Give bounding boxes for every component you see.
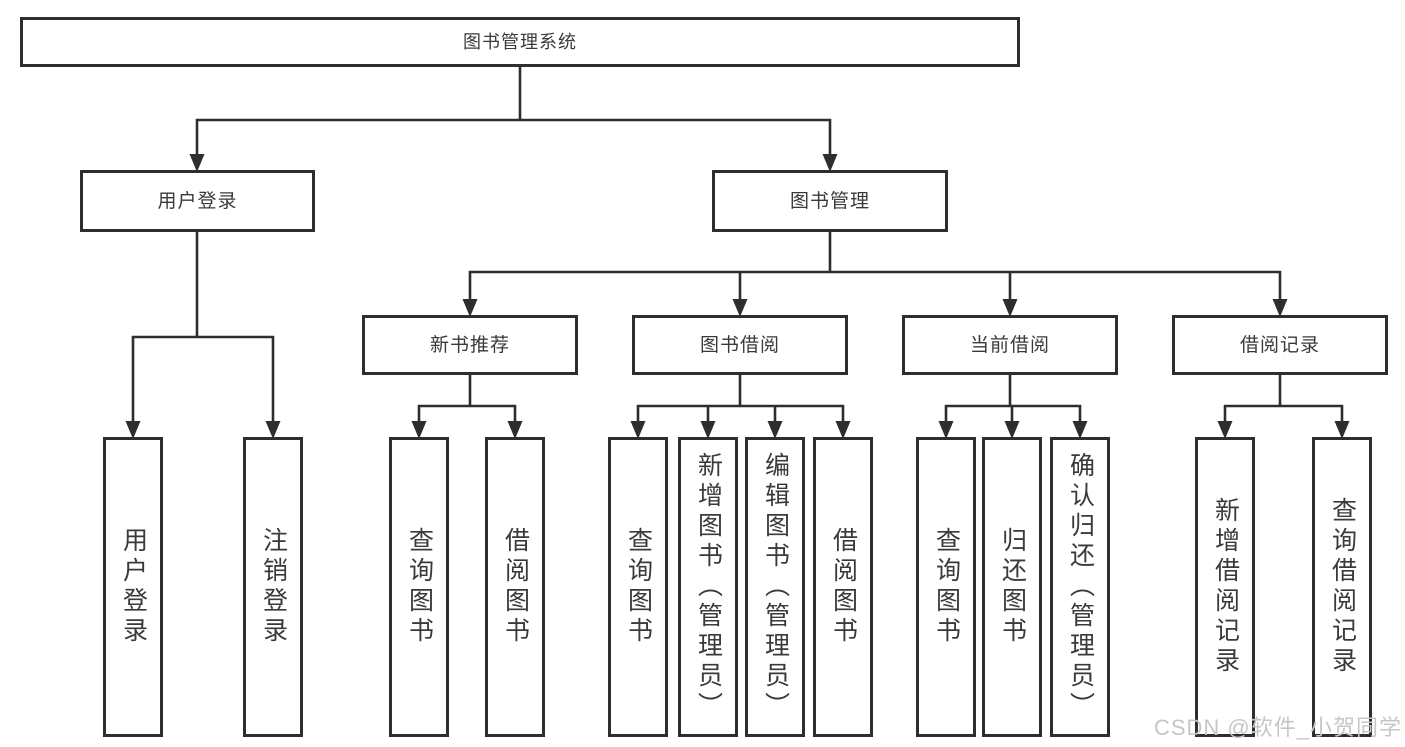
node-current-borrowing: 当前借阅 [902, 315, 1118, 375]
leaf-add-book-admin: 新增图书（管理员） [678, 437, 738, 737]
csdn-watermark: CSDN @软件_小贺同学 [1153, 715, 1402, 740]
leaf-return-book: 归还图书 [982, 437, 1042, 737]
node-new-book-recommend: 新书推荐 [362, 315, 578, 375]
leaf-add-borrow-record: 新增借阅记录 [1195, 437, 1255, 737]
leaf-logout: 注销登录 [243, 437, 303, 737]
leaf-edit-book-admin: 编辑图书（管理员） [745, 437, 805, 737]
leaf-query-books-recommend: 查询图书 [389, 437, 449, 737]
node-book-management: 图书管理 [712, 170, 948, 232]
leaf-user-login: 用户登录 [103, 437, 163, 737]
node-book-borrowing: 图书借阅 [632, 315, 848, 375]
leaf-query-books-borrow: 查询图书 [608, 437, 668, 737]
leaf-confirm-return-admin: 确认归还（管理员） [1050, 437, 1110, 737]
node-borrowing-records: 借阅记录 [1172, 315, 1388, 375]
leaf-query-borrow-record: 查询借阅记录 [1312, 437, 1372, 737]
node-user-login: 用户登录 [80, 170, 315, 232]
node-library-management-system: 图书管理系统 [20, 17, 1020, 67]
leaf-query-books-current: 查询图书 [916, 437, 976, 737]
leaf-borrow-books-recommend: 借阅图书 [485, 437, 545, 737]
leaf-borrow-books: 借阅图书 [813, 437, 873, 737]
arrowheads [125, 154, 1350, 439]
